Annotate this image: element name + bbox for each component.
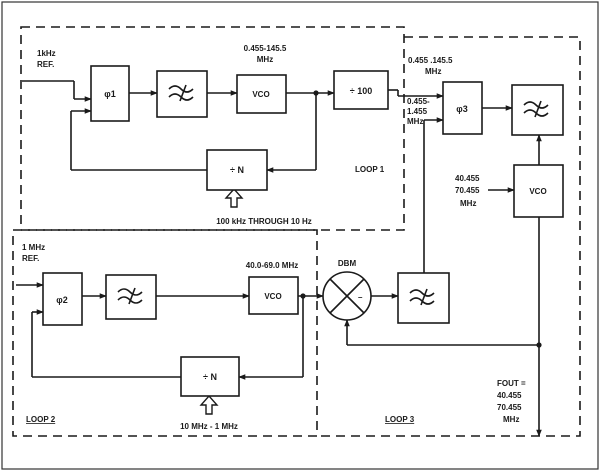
vco1-frequency-b: MHz [257,55,273,64]
fout-b: 40.455 [497,391,522,400]
loop-1-boundary [20,26,405,231]
vco3-frequency-c: MHz [460,199,476,208]
loop-2-label: LOOP 2 [26,415,56,424]
loop-3-boundary [317,36,581,437]
vco-2 [248,276,299,315]
divider-n-2-label: ÷ N [203,372,217,382]
program-arrow-2 [199,394,219,415]
vco-1 [236,74,287,114]
fout-a: FOUT = [497,379,526,388]
pd3-input2-b: 1.455 [407,107,428,116]
divider-n-2 [180,356,240,397]
pd3-input-b: MHz [425,67,441,76]
filter-symbol-2 [117,287,143,305]
vco-3 [513,164,564,218]
loop-1-range: 100 kHz THROUGH 10 Hz [216,217,312,226]
pd3-input-a: 0.455 .145.5 [408,56,453,65]
mixer-minus: – [358,293,363,302]
fout-c: 70.455 [497,403,522,412]
ref-1-label-b: REF. [37,60,54,69]
vco3-frequency-a: 40.455 [455,174,480,183]
vco3-frequency-b: 70.455 [455,186,480,195]
filter-symbol-1 [168,84,194,102]
ref-1-label-a: 1kHz [37,49,56,58]
ref-2-label-a: 1 MHz [22,243,45,252]
phase-detector-3 [442,81,483,135]
divider-n-1-label: ÷ N [230,165,244,175]
filter-symbol-3 [523,100,549,118]
phase-detector-3-label: φ3 [456,104,467,114]
loop-3: φ3 VCO – 0.455 .145.5 MHz 0.455- 1.455 M… [322,56,564,437]
loop-2-range: 10 MHz - 1 MHz [180,422,238,431]
phase-detector-2 [42,272,83,326]
phase-detector-2-label: φ2 [56,295,67,305]
loop-1-label: LOOP 1 [355,165,385,174]
pd3-input2-c: MHz [407,117,423,126]
low-pass-filter-4 [397,272,450,324]
vco-3-label: VCO [529,187,546,196]
program-arrow-1 [224,187,244,208]
loop-1: φ1 VCO ÷ 100 ÷ N 1kHz REF. 0.455-145.5 M… [22,44,389,226]
fout-d: MHz [503,415,519,424]
ref-2-label-b: REF. [22,254,39,263]
pd3-input2-a: 0.455- [407,97,430,106]
phase-detector-1-label: φ1 [104,89,115,99]
vco2-frequency: 40.0-69.0 MHz [246,261,298,270]
vco-1-label: VCO [252,90,269,99]
loop-2: φ2 VCO ÷ N 1 MHz REF. 40.0-69.0 MHz 10 M… [16,243,324,431]
phase-detector-1 [90,65,130,122]
vco-2-label: VCO [264,292,281,301]
divider-n-1 [206,149,268,191]
divider-100-label: ÷ 100 [350,86,372,96]
dbm-label: DBM [338,259,357,268]
vco1-frequency-a: 0.455-145.5 [244,44,287,53]
loop-2-boundary [12,229,318,437]
mixer-cross [329,278,365,314]
filter-symbol-4 [409,288,435,306]
loop-3-label: LOOP 3 [385,415,415,424]
divider-100 [333,70,389,110]
